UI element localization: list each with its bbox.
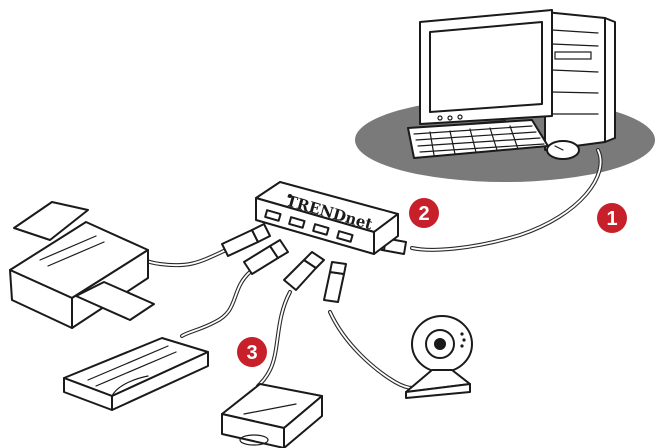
external-storage-drive xyxy=(222,384,322,448)
badge-2: 2 xyxy=(409,198,439,228)
usb-plug-storage xyxy=(284,252,324,290)
svg-text:2: 2 xyxy=(418,203,429,225)
usb-plug-webcam xyxy=(324,262,346,302)
computer-tower xyxy=(545,12,615,150)
badge-1: 1 xyxy=(597,203,627,233)
webcam xyxy=(406,316,472,398)
svg-text:3: 3 xyxy=(246,342,257,364)
scanner xyxy=(64,338,208,410)
computer-monitor xyxy=(420,10,552,137)
badge-3: 3 xyxy=(237,337,267,367)
printer xyxy=(10,202,154,328)
computer-mouse xyxy=(547,141,579,159)
svg-text:1: 1 xyxy=(606,208,617,230)
